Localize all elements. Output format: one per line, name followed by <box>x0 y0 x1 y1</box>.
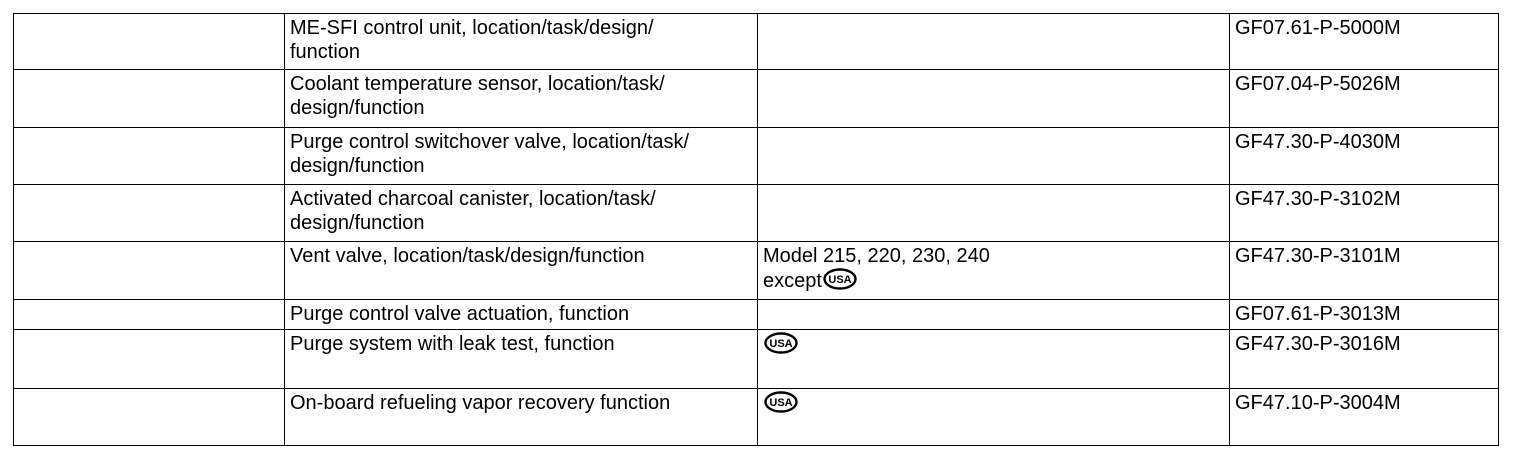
document-title: ME-SFI control unit, location/task/desig… <box>284 13 758 70</box>
blank-cell <box>13 329 285 389</box>
applicability-note <box>757 184 1230 242</box>
document-reference: GF47.30-P-3101M <box>1229 241 1499 300</box>
blank-cell <box>13 127 285 185</box>
document-reference: GF07.61-P-3013M <box>1229 299 1499 330</box>
document-title: Activated charcoal canister, location/ta… <box>284 184 758 242</box>
document-reference: GF07.04-P-5026M <box>1229 69 1499 128</box>
applicability-note <box>757 299 1230 330</box>
svg-text:USA: USA <box>769 397 792 409</box>
table-row: Vent valve, location/task/design/functio… <box>13 241 1499 300</box>
document-title: On-board refueling vapor recovery functi… <box>284 388 758 446</box>
blank-cell <box>13 184 285 242</box>
svg-text:USA: USA <box>828 274 851 286</box>
blank-cell <box>13 69 285 128</box>
document-title: Coolant temperature sensor, location/tas… <box>284 69 758 128</box>
table-row: Purge system with leak test, function US… <box>13 329 1499 389</box>
reference-table: ME-SFI control unit, location/task/desig… <box>13 13 1499 446</box>
table-row: ME-SFI control unit, location/task/desig… <box>13 13 1499 70</box>
svg-text:USA: USA <box>769 338 792 350</box>
table-row: On-board refueling vapor recovery functi… <box>13 388 1499 446</box>
exception-label: except <box>763 270 822 292</box>
exception-line: except USA <box>763 268 1229 296</box>
table-row: Coolant temperature sensor, location/tas… <box>13 69 1499 128</box>
table-row: Purge control valve actuation, function … <box>13 299 1499 330</box>
table-row: Activated charcoal canister, location/ta… <box>13 184 1499 242</box>
blank-cell <box>13 299 285 330</box>
document-reference: GF47.10-P-3004M <box>1229 388 1499 446</box>
document-reference: GF47.30-P-3102M <box>1229 184 1499 242</box>
document-reference: GF47.30-P-3016M <box>1229 329 1499 389</box>
model-list: Model 215, 220, 230, 240 <box>763 245 990 267</box>
applicability-note: Model 215, 220, 230, 240 except USA <box>757 241 1230 300</box>
blank-cell <box>13 388 285 446</box>
document-reference: GF07.61-P-5000M <box>1229 13 1499 70</box>
document-title: Purge control switchover valve, location… <box>284 127 758 185</box>
applicability-note <box>757 69 1230 128</box>
blank-cell <box>13 13 285 70</box>
blank-cell <box>13 241 285 300</box>
applicability-note <box>757 127 1230 185</box>
document-title: Purge system with leak test, function <box>284 329 758 389</box>
applicability-note <box>757 13 1230 70</box>
applicability-note: USA <box>757 388 1230 446</box>
document-title: Purge control valve actuation, function <box>284 299 758 330</box>
usa-badge-icon: USA <box>764 332 798 360</box>
table-row: Purge control switchover valve, location… <box>13 127 1499 185</box>
document-reference: GF47.30-P-4030M <box>1229 127 1499 185</box>
document-title: Vent valve, location/task/design/functio… <box>284 241 758 300</box>
usa-badge-icon: USA <box>823 268 857 296</box>
usa-badge-icon: USA <box>764 391 798 419</box>
applicability-note: USA <box>757 329 1230 389</box>
